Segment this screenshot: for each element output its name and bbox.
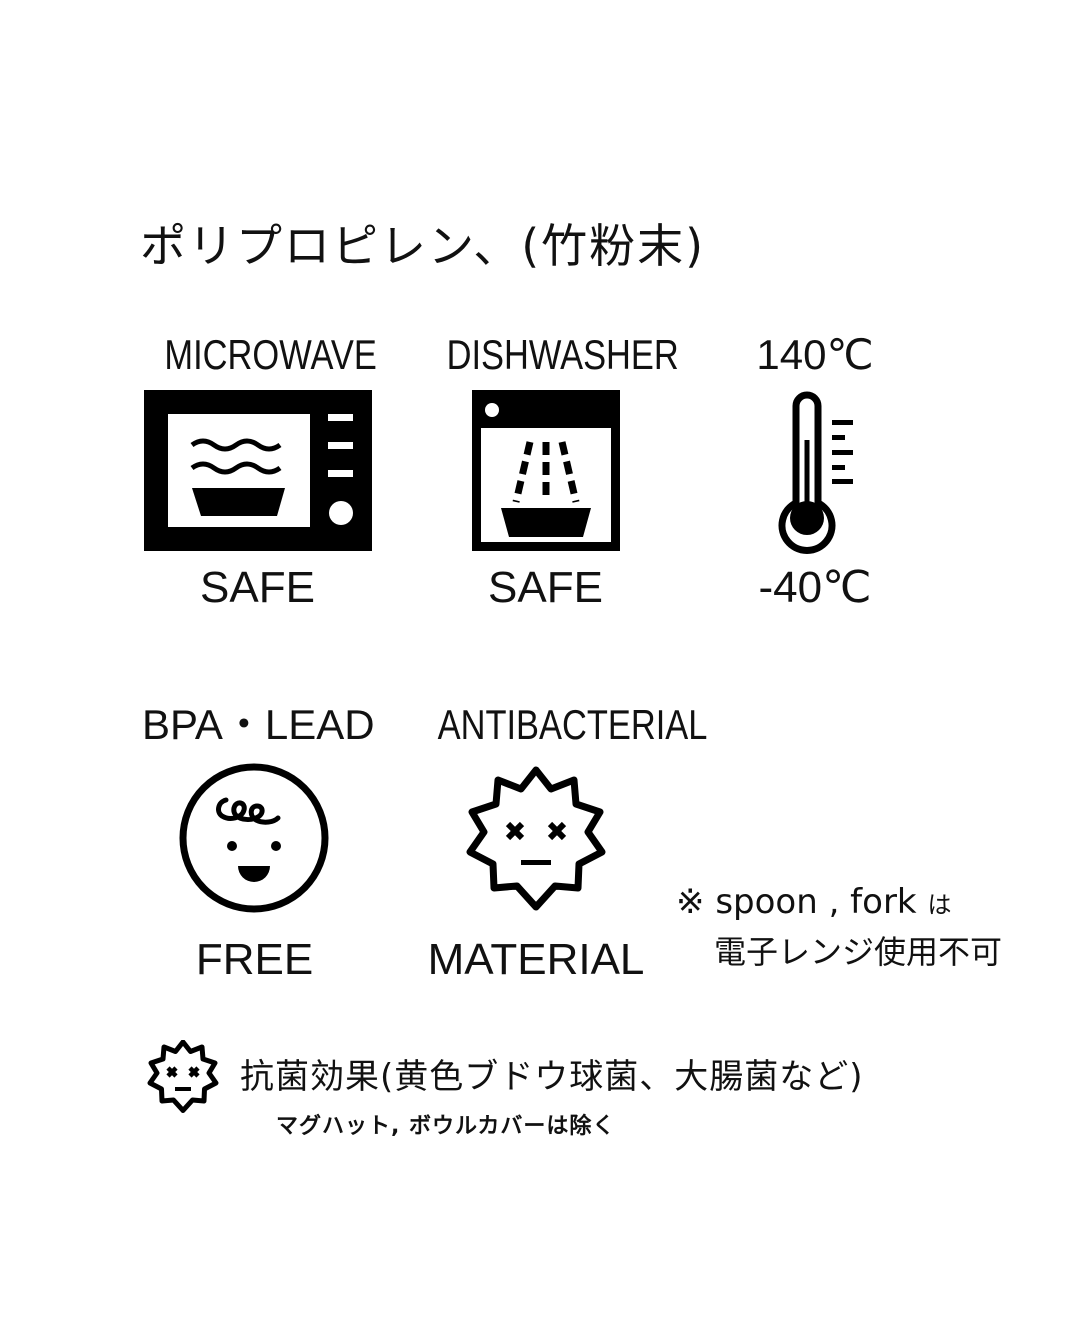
- reference-mark: ※: [676, 882, 705, 922]
- min-temperature-label: -40℃: [758, 563, 872, 612]
- max-temperature-label: 140℃: [756, 331, 874, 378]
- bpa-free-bottom-label: FREE: [195, 935, 314, 984]
- antibacterial-bottom-label: MATERIAL: [427, 935, 645, 984]
- germ-icon: [462, 766, 610, 914]
- microwave-bottom-label: SAFE: [200, 563, 315, 612]
- material-title: ポリプロピレン、(竹粉末): [140, 219, 706, 273]
- dishwasher-bottom-label: SAFE: [488, 563, 603, 612]
- thermometer-icon: [770, 388, 860, 558]
- dishwasher-top-label: DISHWASHER: [446, 331, 679, 378]
- microwave-top-label: MICROWAVE: [164, 331, 377, 378]
- utensil-note-particle: は: [927, 891, 952, 919]
- germ-icon: [146, 1040, 220, 1114]
- dishwasher-icon: [472, 390, 620, 551]
- antibacterial-exclusion-text: マグハット, ボウルカバーは除く: [276, 1114, 616, 1139]
- utensil-note-line1: ※ spoon , fork は: [676, 880, 951, 927]
- bpa-lead-top-label: BPA・LEAD: [142, 701, 375, 748]
- antibacterial-top-label: ANTIBACTERIAL: [437, 701, 708, 748]
- microwave-icon: [144, 390, 372, 551]
- utensil-note-line2: 電子レンジ使用不可: [714, 933, 1003, 971]
- baby-face-icon: [176, 760, 332, 916]
- antibacterial-effect-text: 抗菌効果(黄色ブドウ球菌、大腸菌など): [240, 1057, 864, 1097]
- utensil-names: spoon , fork: [715, 882, 917, 922]
